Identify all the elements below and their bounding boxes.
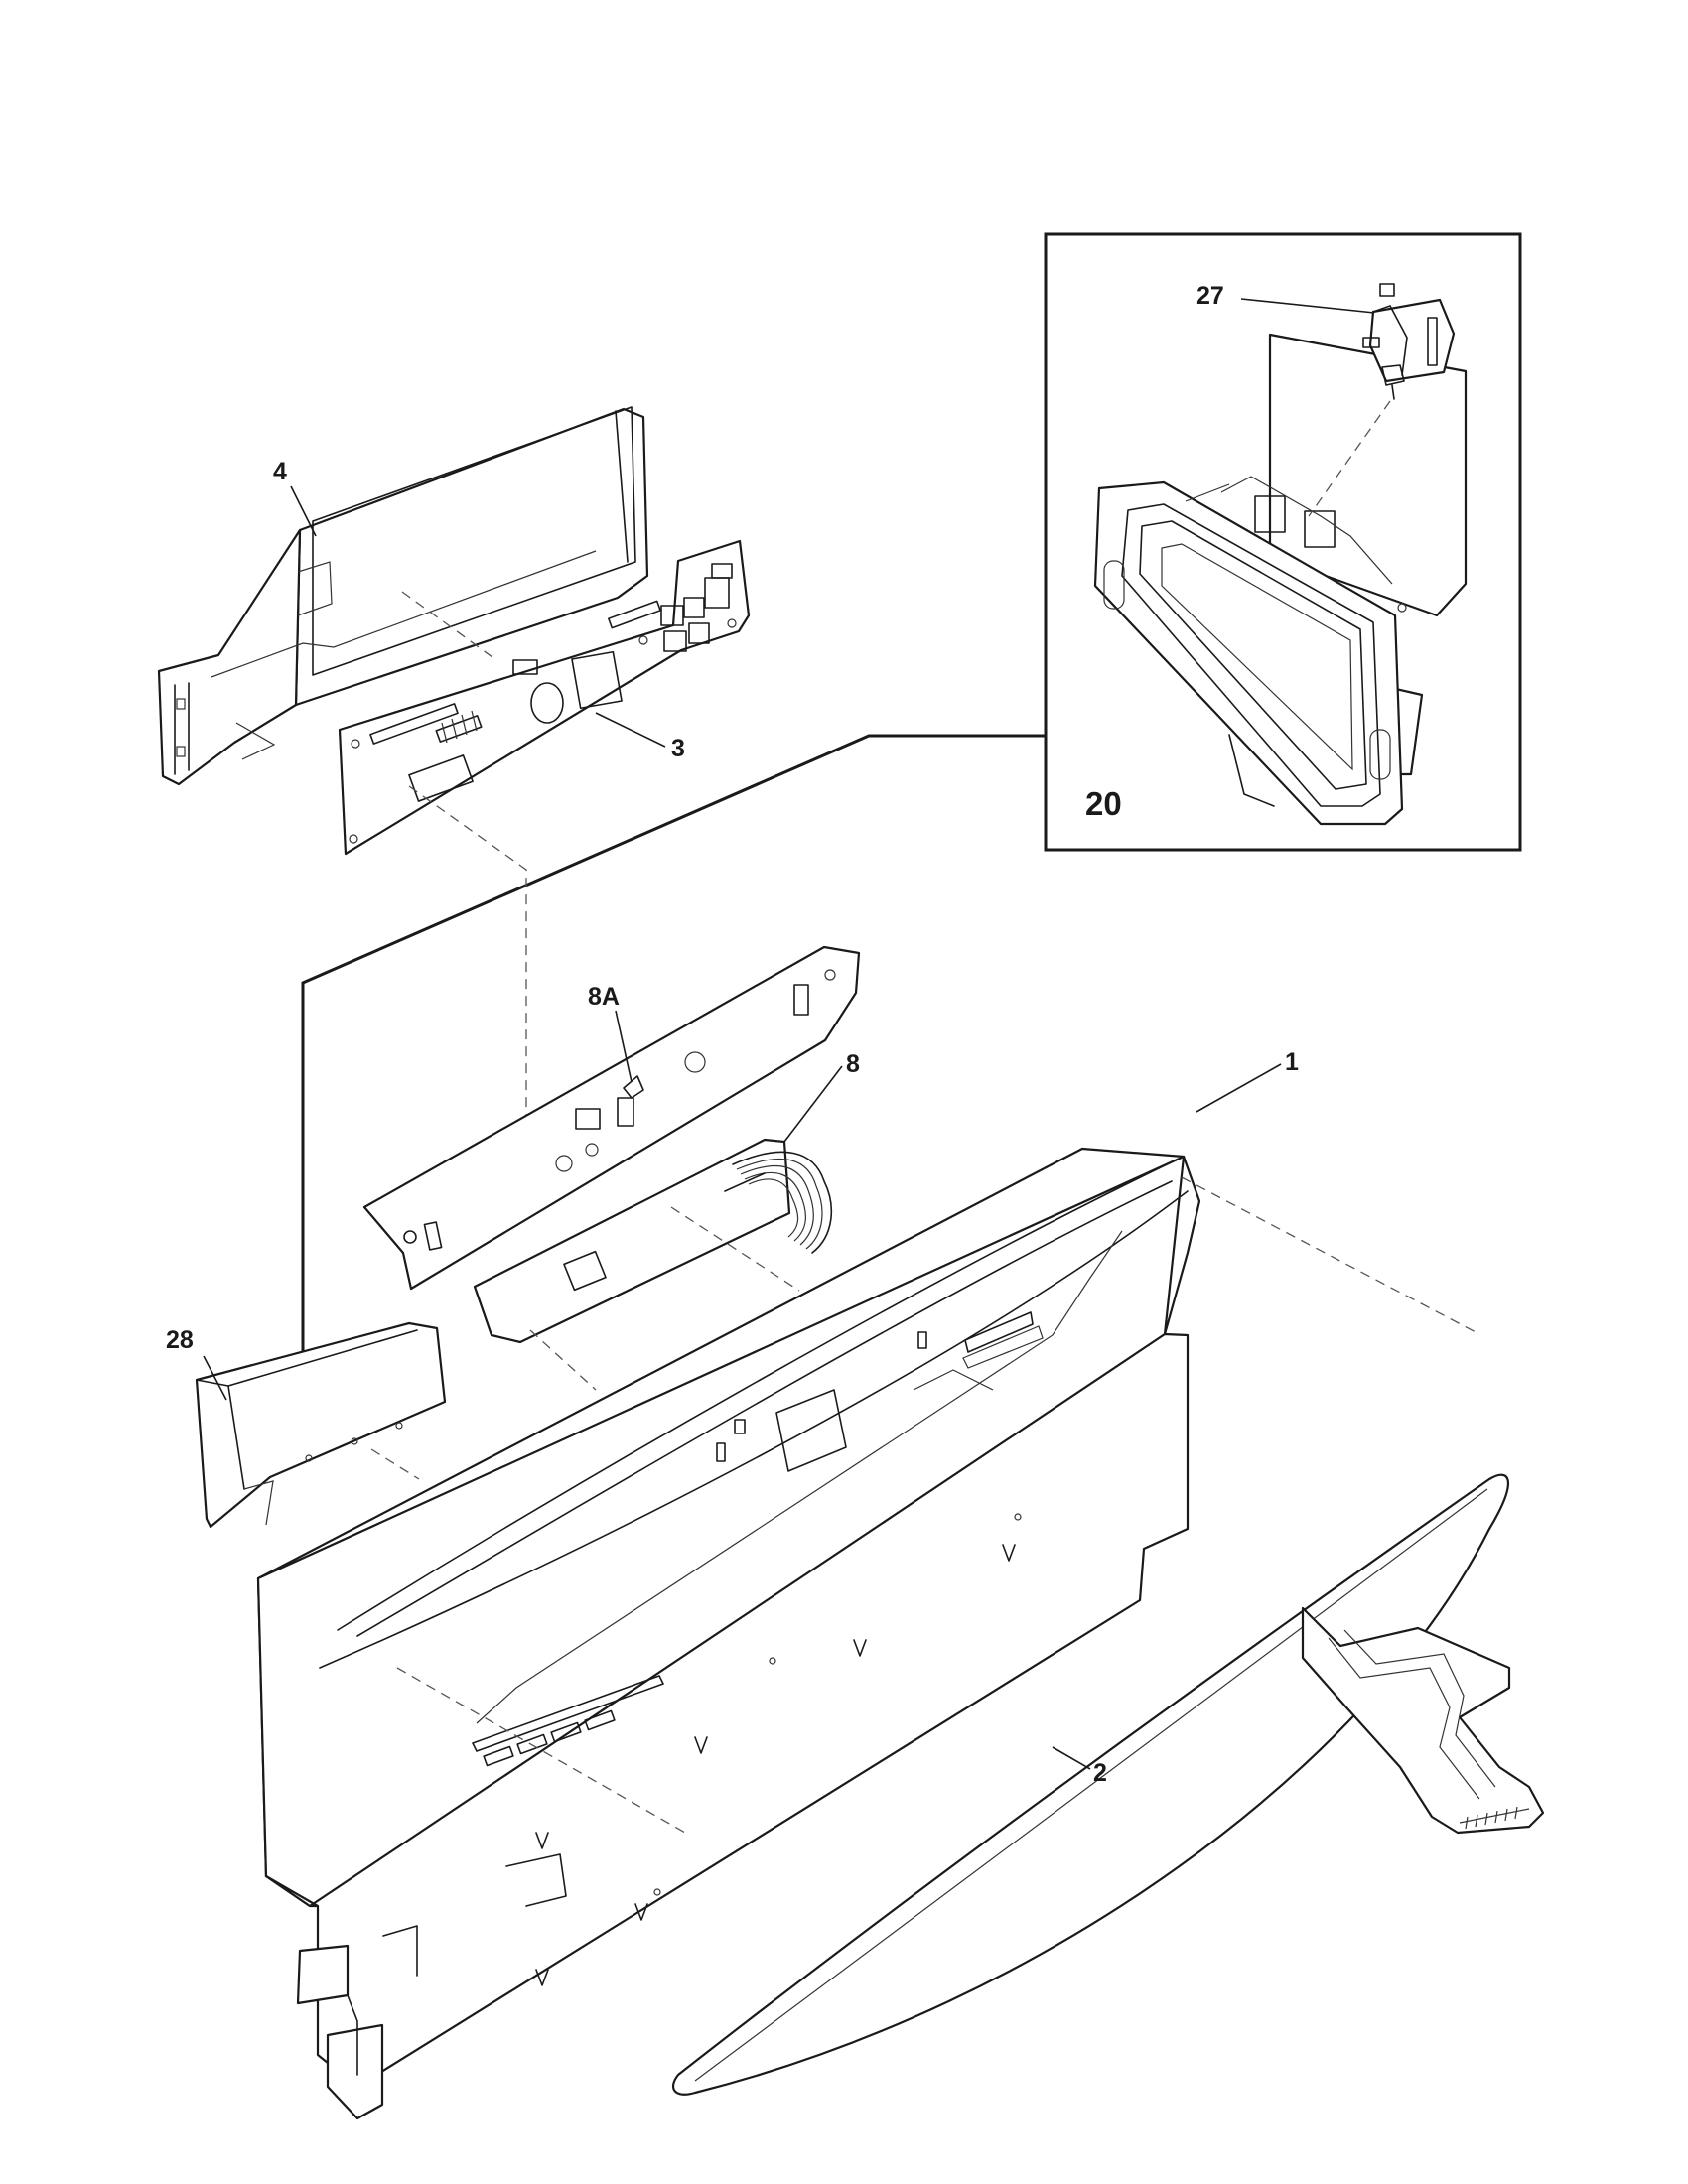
label-3: 3 [671, 735, 685, 762]
housing-4 [157, 406, 649, 786]
inset-detail-20: 27 20 [1044, 232, 1522, 852]
callout-8: 8 [783, 1050, 860, 1143]
inset-bracket-line [301, 734, 1046, 1370]
callout-4: 4 [273, 458, 317, 537]
callout-2: 2 [1052, 1746, 1107, 1787]
bracket-8A [362, 945, 861, 1291]
label-2: 2 [1093, 1759, 1107, 1787]
overlay-2 [672, 1473, 1509, 2096]
alignment-line-8a-to-8 [670, 1206, 800, 1292]
label-27: 27 [1196, 282, 1224, 310]
label-1: 1 [1285, 1048, 1299, 1076]
alignment-line-board-to-8a [408, 785, 527, 1118]
callout-3: 3 [595, 712, 685, 762]
callout-28: 28 [166, 1326, 227, 1401]
flex-tail [1301, 1606, 1545, 1835]
alignment-line-1-to-2-upper [1181, 1176, 1480, 1335]
label-8: 8 [846, 1050, 860, 1078]
alignment-line-8-to-1 [529, 1329, 597, 1391]
control-board-3 [338, 539, 751, 856]
label-28: 28 [166, 1326, 194, 1354]
switch-alignment-line [1308, 400, 1391, 517]
switch-27 [1362, 283, 1456, 400]
control-panel-1 [256, 1147, 1201, 2120]
label-4: 4 [273, 458, 287, 485]
label-8A: 8A [588, 983, 620, 1011]
alignment-line-28-to-1 [370, 1448, 420, 1480]
alignment-line-1-to-2-lower [396, 1667, 686, 1834]
dispenser-housing-20 [1093, 333, 1468, 826]
callout-8A: 8A [588, 983, 633, 1083]
alignment-line-board-housing [401, 591, 497, 661]
callout-1: 1 [1196, 1048, 1299, 1113]
label-20: 20 [1085, 785, 1122, 822]
callout-27: 27 [1196, 282, 1375, 314]
display-board-8 [473, 1138, 833, 1344]
inset-frame [1044, 232, 1522, 852]
cover-28 [195, 1321, 447, 1529]
